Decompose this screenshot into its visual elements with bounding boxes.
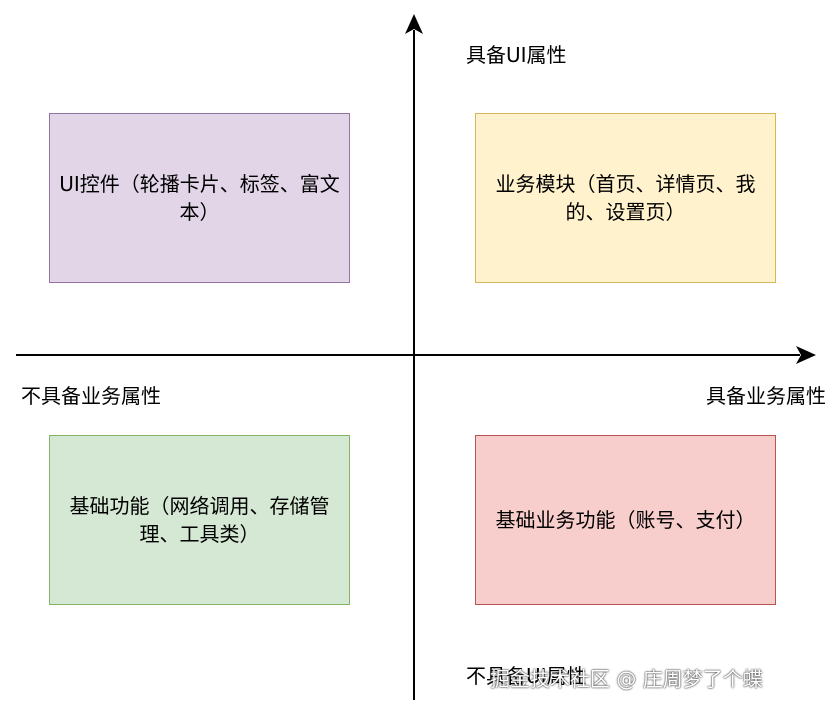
right-axis-label: 具备业务属性	[706, 384, 826, 408]
quadrant-text-top-right: 业务模块（首页、详情页、我的、设置页）	[495, 172, 756, 224]
top-axis-label: 具备UI属性	[466, 43, 567, 67]
left-axis-label: 不具备业务属性	[21, 384, 161, 408]
quadrant-text-bottom-left: 基础功能（网络调用、存储管理、工具类）	[69, 494, 330, 546]
bottom-axis-label: 不具备UI属性	[466, 664, 587, 688]
watermark-text: 掘金技术社区 @ 庄周梦了个蝶	[490, 667, 763, 691]
quadrant-text-bottom-right: 基础业务功能（账号、支付）	[495, 508, 756, 532]
vertical-axis-arrowhead	[405, 14, 423, 34]
quadrant-box-top-right: 业务模块（首页、详情页、我的、设置页）	[475, 113, 776, 283]
quadrant-box-top-left: UI控件（轮播卡片、标签、富文本）	[49, 113, 350, 283]
horizontal-axis-arrowhead	[796, 346, 816, 364]
quadrant-text-top-left: UI控件（轮播卡片、标签、富文本）	[59, 172, 340, 224]
quadrant-box-bottom-left: 基础功能（网络调用、存储管理、工具类）	[49, 435, 350, 605]
quadrant-box-bottom-right: 基础业务功能（账号、支付）	[475, 435, 776, 605]
